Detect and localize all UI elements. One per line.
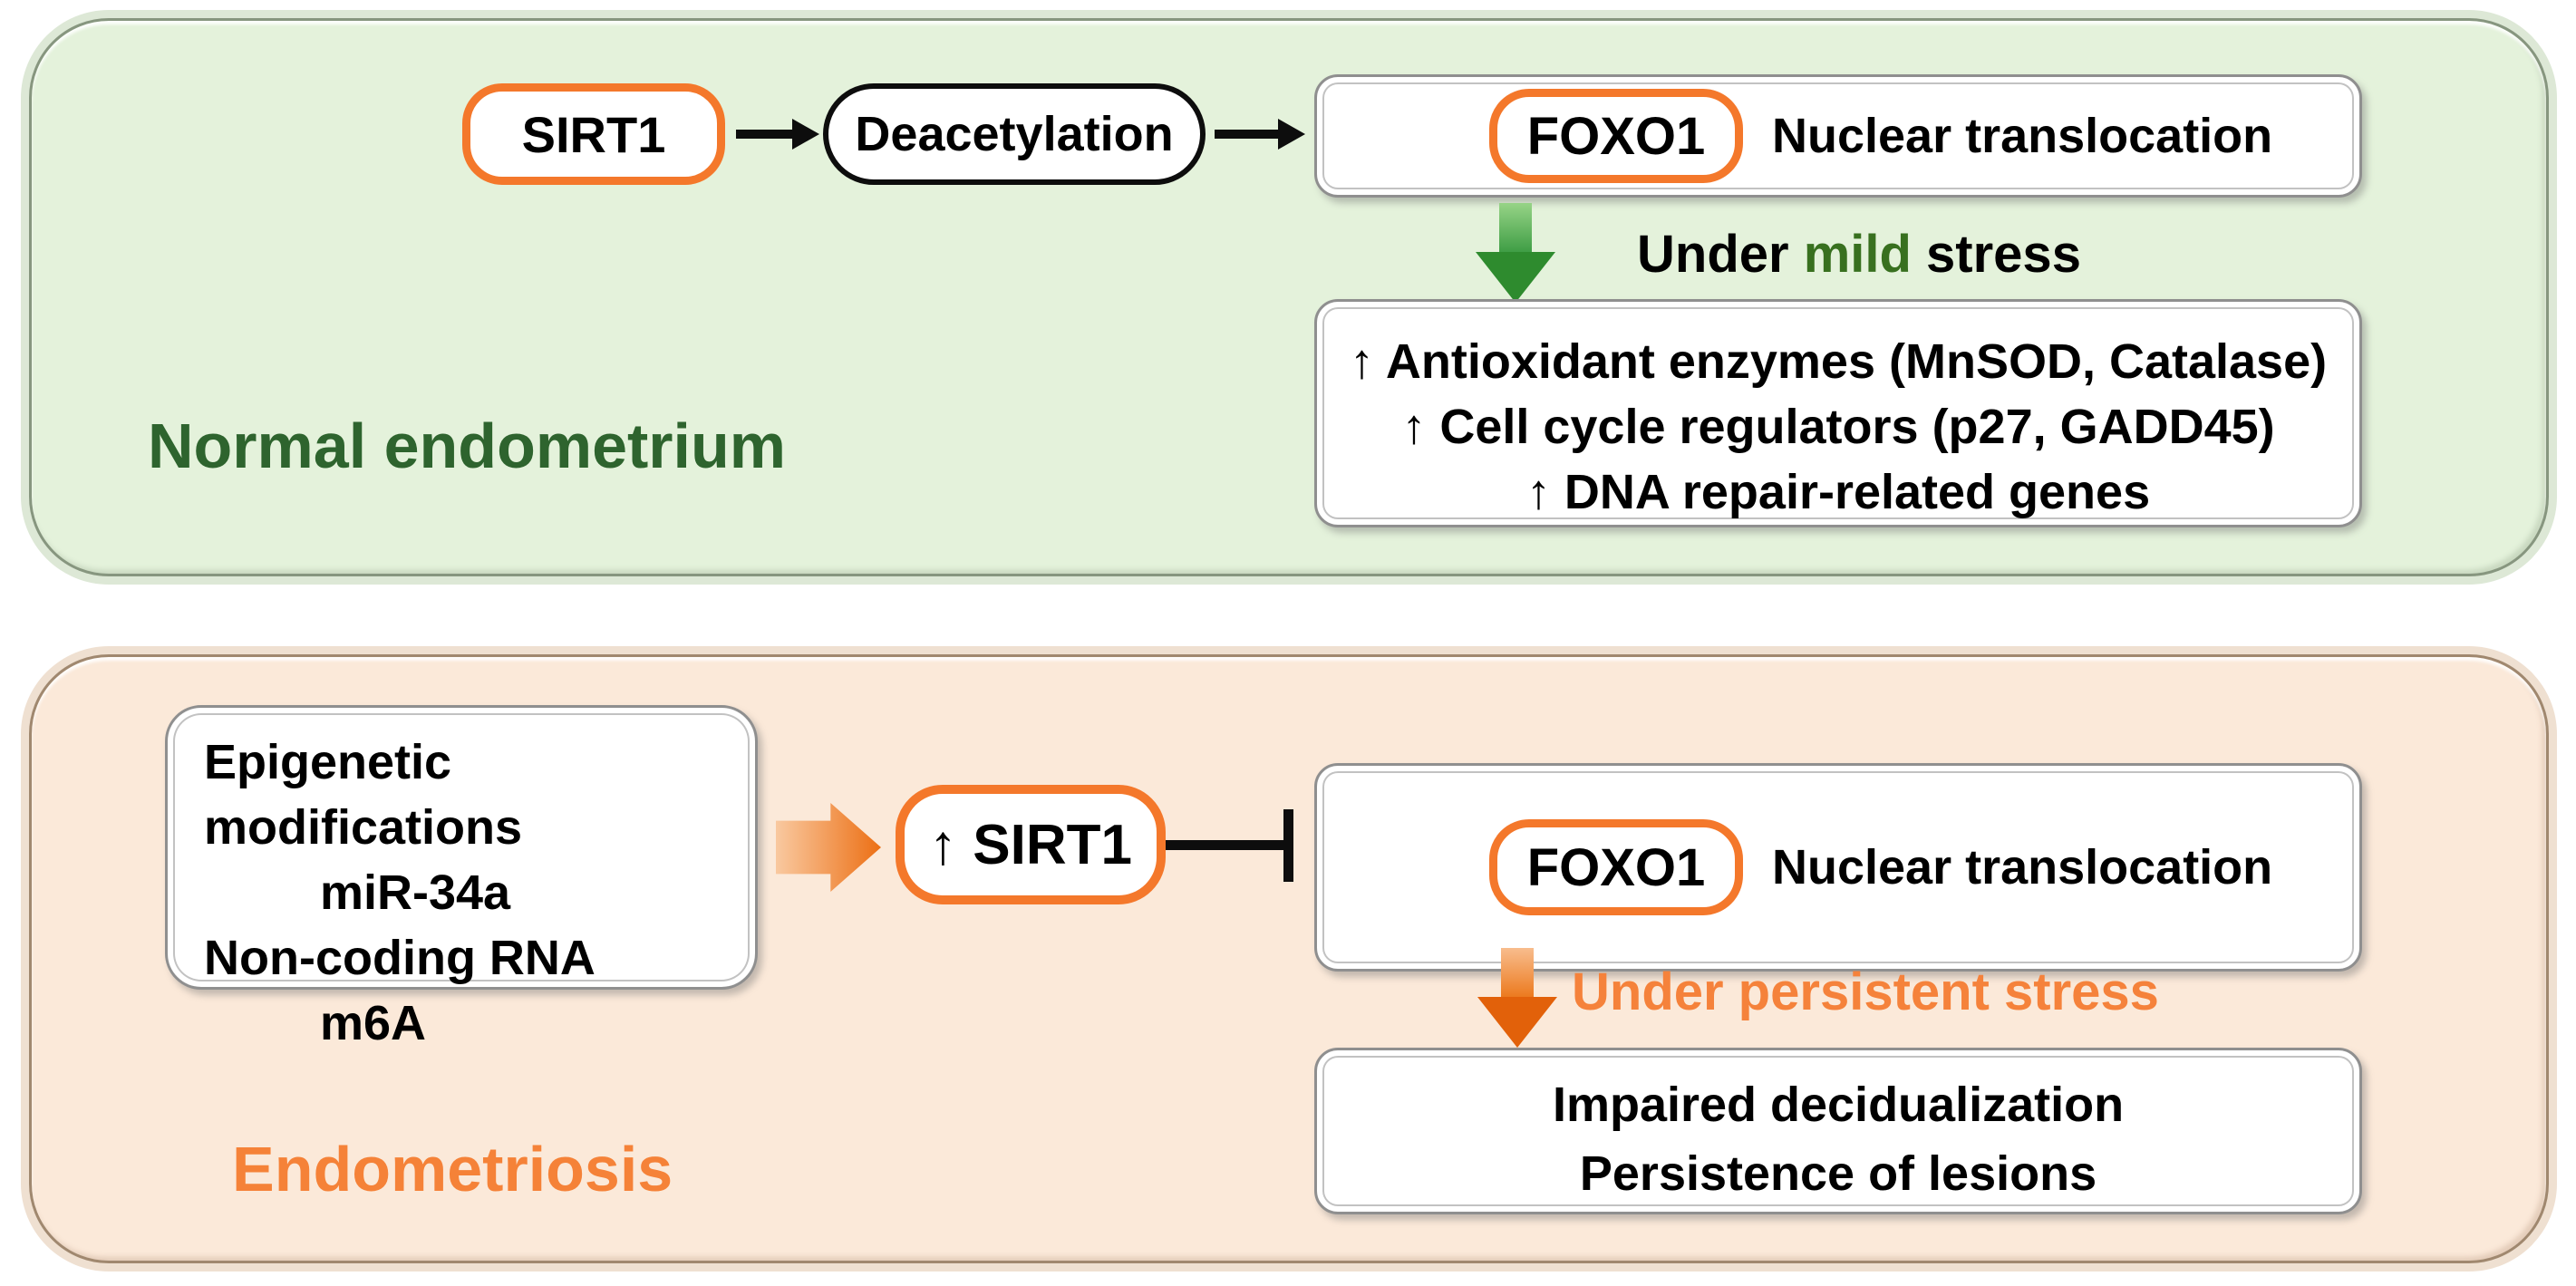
outcome-line: Impaired decidualization	[1552, 1078, 2125, 1132]
arrow-shaft	[1499, 203, 1532, 252]
arrow-shaft	[1501, 948, 1534, 997]
stress-under-word: Under	[1637, 224, 1804, 284]
arrow-head	[1477, 997, 1557, 1048]
arrow-head	[1476, 252, 1555, 303]
foxo1-label: FOXO1	[1526, 106, 1706, 166]
foxo1-box-normal: FOXO1 Nuclear translocation	[1314, 74, 2362, 198]
nuclear-translocation-label: Nuclear translocation	[1772, 840, 2273, 894]
normal-outcomes-box: ↑ Antioxidant enzymes (MnSOD, Catalase) …	[1314, 299, 2362, 527]
outcome-line: ↑ DNA repair-related genes	[1525, 465, 2151, 519]
outcome-line: ↑ Cell cycle regulators (p27, GADD45)	[1401, 400, 2275, 454]
epigenetic-line: miR-34a	[320, 865, 511, 920]
green-down-arrow-icon	[1476, 203, 1555, 303]
foxo1-node: FOXO1	[1489, 819, 1743, 915]
arrow-right-icon	[736, 130, 792, 139]
epigenetic-line: Epigenetic modifications	[204, 735, 523, 855]
stress-stress-word: stress	[1911, 224, 2081, 284]
mild-stress-caption: Under mild stress	[1637, 225, 2081, 284]
epigenetic-line: m6A	[320, 996, 427, 1050]
nuclear-translocation-label: Nuclear translocation	[1772, 109, 2273, 163]
inhibition-connector	[1166, 840, 1291, 850]
sirt1-up-node: ↑ SIRT1	[896, 785, 1166, 904]
deacetylation-label: Deacetylation	[855, 107, 1174, 161]
sirt1-node: SIRT1	[462, 83, 725, 185]
epigenetic-line: Non-coding RNA	[204, 931, 596, 985]
foxo1-box-endometriosis: FOXO1 Nuclear translocation	[1314, 763, 2362, 972]
arrow-right-icon	[1215, 130, 1278, 139]
persistent-stress-caption: Under persistent stress	[1572, 962, 2159, 1021]
epigenetic-box: Epigenetic modifications miR-34a Non-cod…	[165, 705, 758, 1050]
foxo1-label: FOXO1	[1526, 837, 1706, 897]
stress-mild-word: mild	[1803, 224, 1912, 284]
foxo1-node: FOXO1	[1489, 89, 1743, 183]
endometriosis-title: Endometriosis	[232, 1134, 673, 1204]
normal-endometrium-title: Normal endometrium	[148, 411, 786, 481]
outcome-line: Persistence of lesions	[1579, 1146, 2097, 1201]
orange-down-arrow-icon	[1477, 948, 1557, 1048]
sirt1-label: SIRT1	[521, 105, 666, 163]
inhibition-tbar-icon	[1283, 809, 1293, 882]
endometriosis-outcomes-box: Impaired decidualization Persistence of …	[1314, 1048, 2362, 1214]
deacetylation-node: Deacetylation	[823, 83, 1206, 185]
sirt1-up-label: ↑ SIRT1	[929, 813, 1132, 876]
outcome-line: ↑ Antioxidant enzymes (MnSOD, Catalase)	[1349, 334, 2328, 389]
